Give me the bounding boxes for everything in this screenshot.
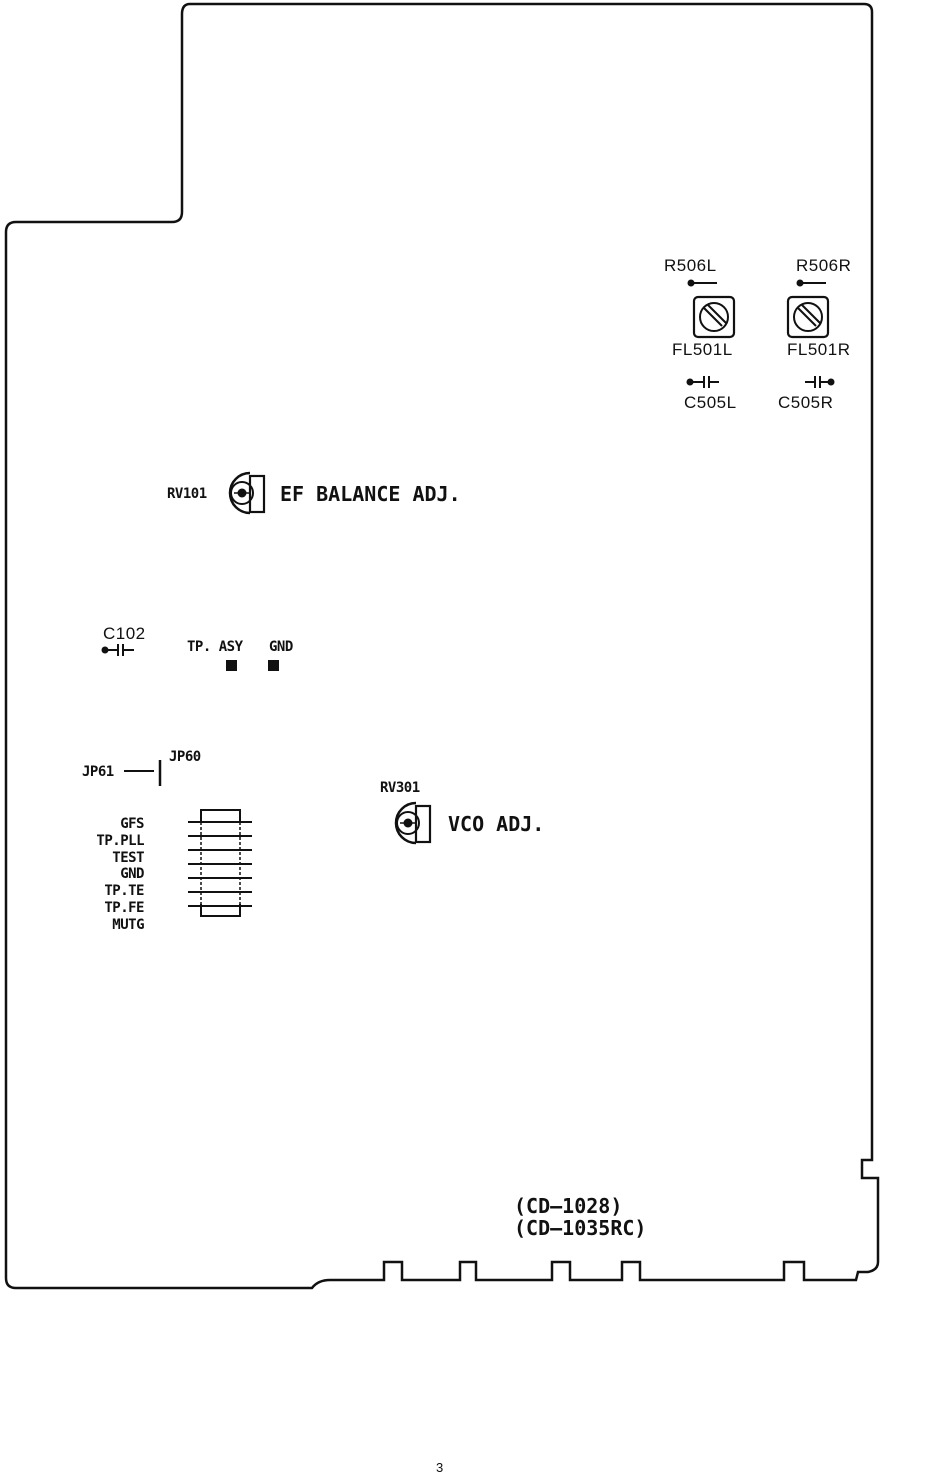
tp-asy-pad (226, 660, 237, 671)
test-point-connector (188, 809, 252, 917)
test-point-label: GND (120, 866, 144, 883)
page-number: 3 (436, 1460, 444, 1475)
label-vco-adj: VCO ADJ. (448, 812, 545, 836)
test-point-label: TEST (112, 849, 144, 866)
label-c102: C102 (103, 624, 146, 643)
label-ef-balance-adj: EF BALANCE ADJ. (280, 482, 461, 506)
test-point-label: TP.FE (104, 899, 144, 916)
c505r-capacitor (805, 376, 835, 388)
label-fl501r: FL501R (787, 340, 851, 359)
label-fl501l: FL501L (672, 340, 733, 359)
label-model-cd1028: (CD–1028) (514, 1194, 623, 1218)
label-r506r: R506R (796, 256, 852, 275)
label-r506l: R506L (664, 256, 717, 275)
label-gnd: GND (269, 639, 293, 655)
label-rv101: RV101 (167, 486, 207, 502)
label-model-cd1035rc: (CD–1035RC) (514, 1216, 647, 1240)
test-point-label: TP.PLL (96, 832, 144, 849)
fl501l-coil (692, 295, 736, 339)
test-point-label: GFS (120, 816, 144, 832)
c102-capacitor (101, 644, 134, 656)
test-point-label: MUTG (112, 916, 144, 933)
label-tp-asy: TP. ASY (187, 639, 243, 655)
jp-jumper (124, 760, 162, 786)
label-rv301: RV301 (380, 780, 420, 796)
gnd-pad (268, 660, 279, 671)
test-point-labels: GFS TP.PLL TEST GND TP.TE TP.FE MUTG (60, 816, 144, 934)
label-jp61: JP61 (82, 764, 114, 780)
label-c505r: C505R (778, 393, 834, 412)
board-outline (4, 2, 880, 1290)
fl501r-coil (786, 295, 830, 339)
test-point-label: TP.TE (104, 883, 144, 900)
label-c505l: C505L (684, 393, 737, 412)
rv101-trimmer (228, 471, 266, 515)
r506l-symbol (687, 279, 717, 287)
c505l-capacitor (686, 376, 719, 388)
rv301-trimmer (394, 801, 432, 845)
label-jp60: JP60 (169, 749, 201, 765)
r506r-symbol (796, 279, 826, 287)
